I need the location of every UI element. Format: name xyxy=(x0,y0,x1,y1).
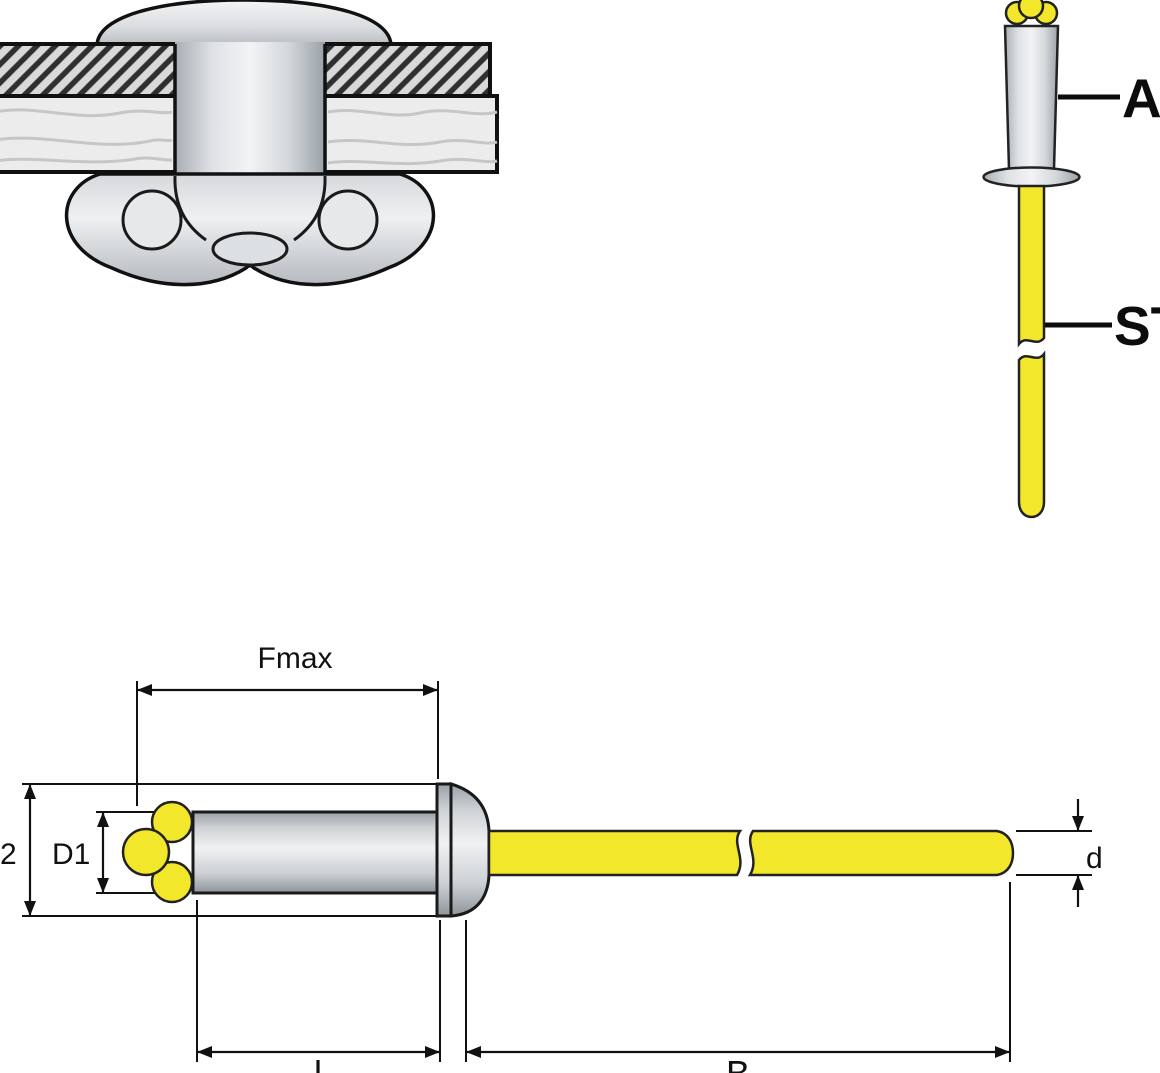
wood-grain-lines xyxy=(0,108,498,166)
rivet-blind-side-bulge xyxy=(64,172,436,287)
dimension-view: Fmax 2 D1 d xyxy=(0,642,1103,1073)
body-material-label: Al xyxy=(1122,67,1160,129)
rivet-horizontal xyxy=(121,781,1015,918)
d2-label-partial: 2 xyxy=(0,838,17,871)
bulge-fold-line-right xyxy=(293,175,327,242)
rivet-body xyxy=(191,810,447,895)
bulge-curl-left xyxy=(121,189,183,251)
rivet-shank xyxy=(175,42,325,174)
stem-material-label: ST xyxy=(1114,295,1160,357)
mandrel-stem-upper xyxy=(1017,184,1046,348)
rivet-head-dome xyxy=(95,0,393,48)
bulge-curl-right xyxy=(317,189,379,251)
dimensions: Fmax 2 D1 d xyxy=(0,642,1103,1073)
fmax-label: Fmax xyxy=(258,642,333,675)
mandrel-stem-lower xyxy=(1017,350,1046,519)
rivet-side-view: Al ST xyxy=(982,0,1160,519)
mandrel-head-clover xyxy=(121,800,194,904)
mandrel-head-top xyxy=(1004,0,1059,26)
flange-washer xyxy=(435,782,453,918)
mandrel-stem-right xyxy=(747,829,1015,877)
stem-length-label-partial: B xyxy=(726,1053,750,1073)
mandrel-head-in-bulge xyxy=(211,231,289,267)
rivet-body-vertical xyxy=(1003,24,1060,171)
d-label: d xyxy=(1086,842,1103,875)
bulge-fold-line-left xyxy=(173,175,207,242)
rivet-flange-vertical xyxy=(982,166,1081,188)
flange-dome xyxy=(449,781,491,918)
body-length-label-partial: l xyxy=(314,1053,322,1073)
mandrel-stem-left xyxy=(487,829,743,877)
installed-rivet-view xyxy=(0,0,499,287)
d1-label: D1 xyxy=(52,838,90,871)
